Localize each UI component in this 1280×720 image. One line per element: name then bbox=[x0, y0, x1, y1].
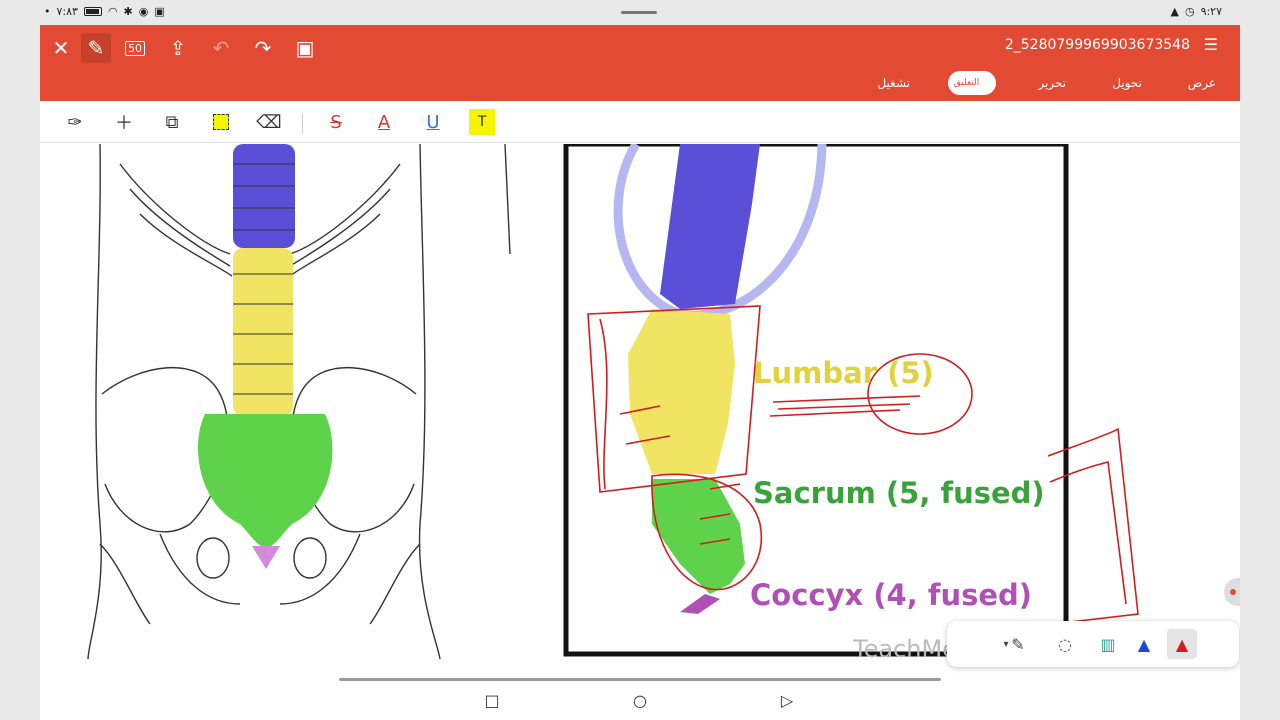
area-highlight-icon[interactable] bbox=[208, 109, 234, 135]
dropdown-arrow-icon[interactable]: ▾ bbox=[1003, 638, 1009, 650]
mute-icon: ▣ bbox=[154, 5, 165, 18]
document-title: 2_5280799969903673548 bbox=[1004, 37, 1190, 53]
text-color-icon[interactable]: A bbox=[377, 111, 391, 133]
recent-apps-icon[interactable]: □ bbox=[484, 690, 500, 710]
strikethrough-icon[interactable]: S bbox=[330, 111, 342, 133]
red-pen-icon[interactable]: ▲ bbox=[1167, 629, 1197, 659]
save-icon[interactable]: ▣ bbox=[295, 36, 315, 60]
back-icon[interactable]: ▷ bbox=[780, 690, 794, 710]
toolbar-divider bbox=[302, 113, 303, 133]
pen-icon[interactable]: ✎ bbox=[81, 33, 111, 63]
status-time-right: ٩:٢٧ bbox=[1200, 5, 1222, 18]
sacrum-label: Sacrum (5, fused) bbox=[753, 476, 1045, 510]
sacrum-shape bbox=[652, 479, 745, 594]
lumbar-vertebrae bbox=[628, 309, 735, 474]
shape-icon[interactable]: ⧉ bbox=[165, 111, 179, 133]
underline-icon[interactable]: U bbox=[426, 111, 440, 133]
status-time-left: ٧:٨٣ bbox=[56, 5, 78, 18]
watermark: TeachMe bbox=[853, 635, 957, 663]
horizontal-scroll-thumb[interactable] bbox=[339, 678, 941, 681]
status-left: • ٧:٨٣ ◠ ✱ ◉ ▣ bbox=[44, 5, 165, 18]
annotation-toolbar: ✑ ＋ ⧉ ⌫ S A U T bbox=[40, 101, 1240, 143]
thoracic-vertebrae bbox=[660, 144, 760, 309]
pen-icon[interactable]: ✎ bbox=[1011, 634, 1025, 654]
home-icon[interactable]: ○ bbox=[633, 690, 647, 710]
floating-side-handle[interactable] bbox=[1224, 578, 1240, 606]
blue-pen-icon[interactable]: ▲ bbox=[1137, 634, 1151, 654]
spine-diagram bbox=[87, 141, 1139, 660]
badge-50-label: 50 bbox=[125, 40, 145, 56]
bluetooth-icon: ✱ bbox=[123, 5, 133, 18]
title-bar: ✕ ✎ 50 ⇪ ↶ ↷ ▣ 2_5280799969903673548 ☰ ع… bbox=[40, 25, 1240, 112]
highlight-text-icon[interactable]: T bbox=[469, 109, 495, 135]
tab-annotate[interactable]: التعليق التوضيحي bbox=[947, 71, 996, 112]
left-skeleton-outline bbox=[87, 143, 511, 660]
pen-settings-icon[interactable]: ✑ bbox=[67, 111, 83, 133]
tab-edit[interactable]: تحرير bbox=[1038, 76, 1066, 90]
menu-icon[interactable]: ☰ bbox=[1203, 35, 1218, 54]
add-icon[interactable]: ＋ bbox=[115, 113, 133, 134]
badge-50-icon[interactable]: 50 bbox=[120, 33, 150, 63]
eye-icon: ◉ bbox=[138, 5, 149, 18]
wifi-icon: ◠ bbox=[107, 5, 118, 18]
highlighter-icon[interactable]: ▥ bbox=[1100, 634, 1116, 654]
undo-icon[interactable]: ↶ bbox=[212, 36, 230, 60]
dot-icon: • bbox=[44, 5, 51, 18]
pen-tool-panel: ▾ ✎ ◌ ▥ ▲ ▲ bbox=[947, 621, 1239, 667]
tab-convert[interactable]: تحويل bbox=[1112, 76, 1142, 90]
app-window: ✕ ✎ 50 ⇪ ↶ ↷ ▣ 2_5280799969903673548 ☰ ع… bbox=[40, 25, 1240, 720]
lasso-icon[interactable]: ◌ bbox=[1058, 634, 1072, 654]
left-spine bbox=[198, 144, 333, 569]
status-bar: • ٧:٨٣ ◠ ✱ ◉ ▣ ▲ ◷ ٩:٢٧ bbox=[0, 0, 1280, 25]
tab-play[interactable]: تشغيل bbox=[877, 76, 910, 90]
alarm-icon: ◷ bbox=[1184, 5, 1195, 18]
redo-icon[interactable]: ↷ bbox=[254, 36, 272, 60]
coccyx-label: Coccyx (4, fused) bbox=[750, 578, 1033, 612]
eraser-icon[interactable]: ⌫ bbox=[256, 111, 282, 133]
diagram-frame bbox=[563, 141, 1069, 657]
status-right: ▲ ◷ ٩:٢٧ bbox=[1170, 5, 1222, 18]
battery-icon bbox=[83, 7, 102, 16]
status-pill bbox=[621, 11, 657, 14]
close-icon[interactable]: ✕ bbox=[52, 36, 70, 60]
share-icon[interactable]: ⇪ bbox=[169, 36, 187, 60]
coccyx-shape bbox=[680, 594, 720, 614]
alert-icon: ▲ bbox=[1170, 5, 1179, 18]
android-nav-bar: □ ○ ▷ bbox=[0, 680, 1280, 720]
lumbar-label: Lumbar (5) bbox=[753, 356, 934, 390]
red-ink-annotations bbox=[587, 305, 1139, 623]
tab-view[interactable]: عرض bbox=[1187, 76, 1216, 90]
